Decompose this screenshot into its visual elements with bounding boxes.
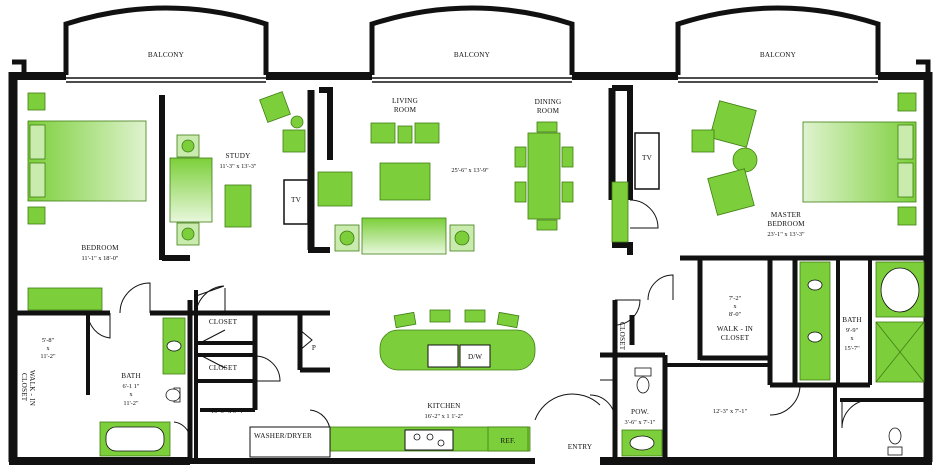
door-swings [87, 199, 871, 439]
master-tv-label: TV [642, 154, 653, 162]
bath-left-dim-1: 6'-1 1" [122, 383, 139, 390]
balcony-center [369, 5, 575, 75]
master-label-1: MASTER [771, 211, 801, 219]
closet-2-label: CLOSET [209, 364, 238, 372]
walkin-master-label-2: CLOSET [721, 334, 750, 342]
master-bath-dim-2: x [850, 335, 854, 342]
balcony-right-label: BALCONY [760, 51, 797, 59]
entry-label: ENTRY [568, 443, 593, 451]
master-bath-label: BATH [842, 316, 862, 324]
powder-dim: 3'-6" x 7'-1" [625, 419, 656, 426]
bath-left-dim-2: x [129, 391, 133, 398]
master-label-2: BEDROOM [767, 220, 805, 228]
furniture-powder [621, 367, 663, 457]
furniture-master-bath [799, 261, 925, 456]
closet-entry-label: CLOSET [618, 322, 626, 351]
kitchen-label: KITCHEN [428, 402, 462, 410]
study-tv-label: TV [291, 196, 302, 204]
balcony-center-label: BALCONY [454, 51, 491, 59]
furniture-left-bedroom [27, 92, 147, 311]
study-label: STUDY [226, 152, 252, 160]
laundry-dim: 10'-5" x 6'-4" [211, 408, 246, 415]
bath-left-dim-3: 11'-2" [123, 400, 139, 407]
balcony-left-label: BALCONY [148, 51, 185, 59]
walkin-left-dim-1: 5'-8" [42, 337, 55, 344]
furniture-left-bath [99, 317, 186, 457]
furniture-kitchen [249, 309, 536, 458]
foyer-right-dim: 12'-3" x 7'-1" [713, 408, 748, 415]
dining-label-2: ROOM [537, 107, 560, 115]
kitchen-dw-label: D/W [468, 353, 482, 361]
exterior-walls [8, 59, 933, 465]
balcony-right [675, 5, 881, 75]
kitchen-ref-label: REF. [500, 437, 515, 445]
dining-label-1: DINING [535, 98, 562, 106]
master-bath-dim-1: 9'-9" [846, 327, 859, 334]
walkin-master-label-1: WALK - IN [717, 325, 754, 333]
master-bath-dim-3: 15'-7" [844, 345, 860, 352]
bedroom-label: BEDROOM [81, 244, 119, 252]
furniture-study [169, 91, 309, 246]
interior-walls [13, 85, 928, 461]
walkin-master-dim-3: 8'-0" [729, 311, 742, 318]
walkin-left-label-2: CLOSET [20, 373, 28, 402]
furniture-living [317, 122, 475, 255]
walkin-master-dim-1: 7'-2" [729, 295, 742, 302]
living-label-2: ROOM [394, 106, 417, 114]
living-label-1: LIVING [392, 97, 418, 105]
master-dim: 23'-1" x 13'-3" [767, 231, 805, 238]
furniture-dining [514, 121, 629, 243]
balcony-left [63, 5, 269, 75]
closet-1-label: CLOSET [209, 318, 238, 326]
bedroom-dim: 11'-1" x 18'-0" [81, 255, 118, 262]
walkin-left-dim-3: 11'-2" [40, 353, 56, 360]
kitchen-dim: 16'-2" x 1 1'-2" [425, 413, 464, 420]
walkin-master-dim-2: x [733, 303, 737, 310]
powder-label: POW. [631, 408, 649, 416]
pantry-label: P [312, 344, 316, 352]
walkin-left-dim-2: x [46, 345, 50, 352]
laundry-label: WASHER/DRYER [254, 432, 312, 440]
walkin-left-label-1: WALK - IN [28, 370, 36, 407]
living-dim: 25'-6" x 13'-9" [451, 167, 489, 174]
furniture-master [634, 92, 917, 226]
bath-left-label: BATH [121, 372, 141, 380]
study-dim: 11'-3" x 13'-3" [219, 163, 256, 170]
